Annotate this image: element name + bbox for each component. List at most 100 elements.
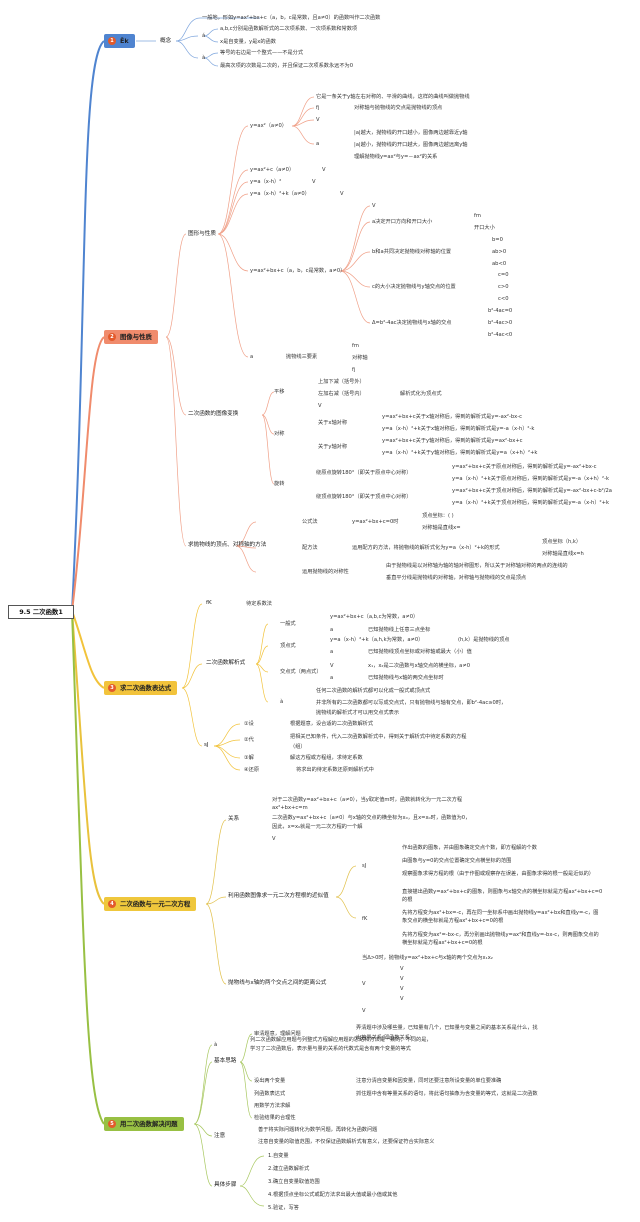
topic-text: 对称轴 [352,355,368,361]
subtopic-label[interactable]: 检验结果的合理性 [254,1115,296,1121]
topic-text: y=a（x-h）²+k关于顶点对称后，得到的解析式是y=-a（x-h）²+k [452,500,609,506]
step-label[interactable]: ③解 [244,755,254,761]
topic-label[interactable]: sJ [204,742,209,748]
topic-text: 等号的右边是一个整式——不是分式 [220,50,304,56]
number-badge: 1 [108,37,116,45]
topic-text: 对于二次函数y=ax²+bx+c（a≠0），当y取定值m时，函数就转化为一元二次… [272,797,463,803]
topic-text: 对称轴是直线x= [422,525,461,531]
topic-text: 直接描出函数y=ax²+bx+c的图象，则图象与x轴交点的横坐标就是方程ax²+… [402,889,603,895]
topic-text: 抓住题中含有等量关系的语句，将此语句抽象为含变量的等式，这就是二次函数 [356,1091,538,1097]
topic-text: b和a共同决定抛物线对称轴的位置 [372,249,452,255]
topic-label[interactable]: 图形与性质 [188,231,216,237]
topic-text: 关于y轴对称 [318,444,348,450]
topic-marker: V [316,117,320,123]
topic-text: 对称轴与抛物线的交点是抛物线的顶点 [354,105,443,111]
topic-marker: sJ [362,863,367,869]
formula-label[interactable]: y=a（x-h）² [250,179,282,185]
topic-text: 3.确立自变量取值范围 [268,1179,320,1185]
branch-line-1 [71,40,105,612]
subtopic-label[interactable]: 设出两个变量 [254,1078,286,1084]
topic-text: 4.根据顶点坐标公式或配方法求出最大值或最小值或其他 [268,1192,398,1198]
subtopic-label[interactable]: 平移 [274,389,285,395]
topic-text: ab<0 [492,261,507,267]
subtopic-label[interactable]: 配方法 [302,545,318,551]
topic-text: y=ax²+bx+c=0时 [352,519,399,525]
topic-text: a决定开口方向和开口大小 [372,219,433,225]
topic-text: b²-4ac>0 [488,320,513,326]
topic-text: |a|越小，抛物线的开口越大，图像两边越远离y轴 [354,142,468,148]
topic-label[interactable]: 抛物线与x轴的两个交点之间的距离公式 [228,980,327,986]
topic-text: 并非所有的二次函数都可以写成交点式，只有抛物线与轴有交点，即b²-4ac≥0时， [316,700,507,706]
topic-label[interactable]: 注意 [214,1133,226,1139]
topic-text: y=a（x-h）²+k关于x轴对称后，得到的解析式是y=-a（x-h）²-k [382,426,535,432]
topic-label[interactable]: 二次函数解析式 [206,660,246,666]
topic-text: 当Δ>0时，抛物线y=ax²+bx+c与x轴的两个交点为x₁x₂ [362,955,493,961]
topic-label[interactable]: 求抛物线的顶点、对称轴的方法 [188,542,267,548]
main-node-5[interactable]: 5 用二次函数解决问题 [104,1117,184,1131]
subtopic-label[interactable]: 顶点式 [280,643,296,649]
topic-text: 先将方程变为ax²=-bx-c，再分别画出抛物线y=ax²和直线y=-bx-c，… [402,932,599,938]
topic-text: 由于抛物线是以对称轴为轴的轴对称图形，所以关于对称轴对称的两点的连线的 [386,563,568,569]
topic-text: 观察图象求得方程的根（由于作图或观察存在误差，由图象求得的根一般是近似的） [402,871,594,877]
topic-text: 对称轴是直线x=h [542,551,584,557]
subtopic-label[interactable]: 对称 [274,431,285,437]
topic-text: y=ax²+bx+c关于x轴对称后，得到的解析式是y=-ax²-bx-c [382,414,522,420]
subtopic-label[interactable]: 旋转 [274,481,285,487]
step-label[interactable]: ①设 [244,721,254,727]
subtopic-label[interactable]: 审清题意，理解问题 [254,1031,301,1037]
topic-marker: a [250,354,254,360]
topic-text: 出等量关系(即函数关系) [356,1035,412,1041]
topic-text: x是自变量，y是x的函数 [220,39,276,45]
formula-label[interactable]: y=ax²+bx+c（a，b，c是常数，a≠0） [250,268,346,274]
topic-text: 解这方程或方程组，求待定系数 [290,755,363,761]
topic-marker: à [280,699,284,705]
subtopic-label[interactable]: 运用抛物线的对称性 [302,569,349,575]
topic-text: 解析式化为顶点式 [400,391,442,397]
topic-text: 由图象与y=0的交点位置确定交点横坐标的范围 [402,858,512,864]
number-badge: 5 [108,1120,116,1128]
topic-label[interactable]: fK [206,600,212,606]
topic-text: 注意分清自变量和因变量，同时还要注意所设变量的单位要准确 [356,1078,502,1084]
subtopic-label[interactable]: 一般式 [280,621,296,627]
main-node-label: 用二次函数解决问题 [120,1120,178,1128]
topic-label[interactable]: 关系 [228,816,240,822]
topic-text: 2.建立函数解析式 [268,1166,310,1172]
topic-marker: V [362,1008,366,1014]
subtopic-label[interactable]: 用数学方法求解 [254,1103,291,1109]
topic-marker: V [400,986,404,992]
topic-label[interactable]: 二次函数的图像变换 [188,411,239,417]
subtopic-label[interactable]: 公式法 [302,519,318,525]
topic-text: 弄清题中涉及哪些量，已知量有几个，已知量与变量之间的基本关系是什么，找 [356,1025,538,1031]
formula-label[interactable]: y=ax²（a≠0） [250,123,287,129]
topic-text: c>0 [498,284,509,290]
topic-label[interactable]: 概念 [160,38,172,44]
topic-label[interactable]: 具体步骤 [214,1182,237,1188]
topic-text: b=0 [492,237,503,243]
formula-label[interactable]: y=a（x-h）²+k（a≠0） [250,191,310,197]
subtopic-label[interactable]: 列函数表达式 [254,1091,286,1097]
topic-marker: a [330,675,334,681]
topic-text: y=ax²+bx+c关于顶点对称后，得到的解析式是y=-ax²-bx+c-b²/… [452,488,612,494]
topic-marker: a [330,649,334,655]
topic-label[interactable]: 利用函数图像求一元二次方程根的近似值 [228,893,329,899]
branch-line-3 [71,610,105,689]
root-node[interactable]: 9.5 二次函数1 [8,605,74,619]
topic-label[interactable]: 基本思路 [214,1058,237,1064]
topic-marker: fK [362,916,368,922]
topic-text: x₁，x₂是二次函数与x轴交点的横坐标，a≠0 [368,663,471,669]
step-label[interactable]: ②代 [244,737,254,743]
topic-text: y=ax²+bx+c（a,b,c为常数，a≠0） [330,614,419,620]
topic-text: c的大小决定抛物线与y轴交点的位置 [372,284,456,290]
step-label[interactable]: ④还原 [244,767,260,773]
topic-text: 善于将实际问题转化为数学问题，再转化为函数问题 [258,1127,378,1133]
topic-text: 一般地，形如y=ax²+bx+c（a，b，c是常数，且a≠0）的函数叫作二次函数 [202,15,381,21]
subtopic-label[interactable]: 交点式（两点式） [280,669,322,675]
formula-label[interactable]: y=ax²+c（a≠0） [250,167,295,173]
main-node-label: 二次函数与一元二次方程 [120,900,191,908]
